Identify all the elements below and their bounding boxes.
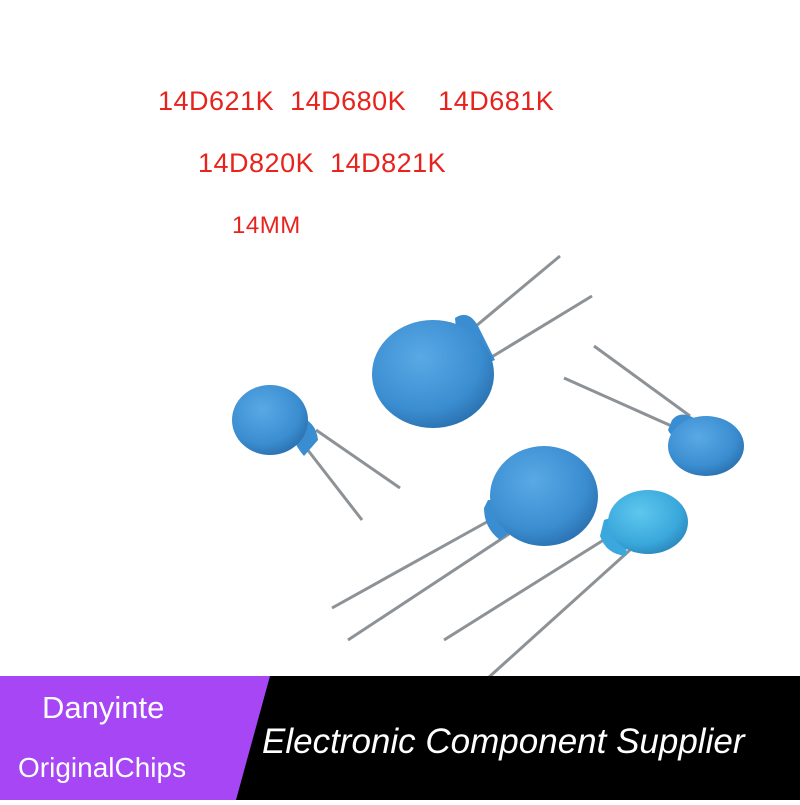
varistor-top-center — [372, 254, 593, 428]
brand-tagline: OriginalChips — [18, 752, 187, 783]
varistor-photo — [232, 254, 744, 680]
brand-name: Danyinte — [42, 690, 165, 725]
varistor-bottom-right — [443, 490, 688, 680]
varistor-right — [563, 344, 744, 476]
varistor-bottom-center — [331, 446, 598, 642]
varistor-left — [232, 385, 401, 521]
footer-banner — [0, 676, 800, 800]
footer-banner-bg — [0, 676, 800, 800]
part-numbers-line-2: 14D820K 14D821K — [198, 148, 447, 178]
part-numbers-line-1: 14D621K 14D680K 14D681K — [158, 86, 555, 116]
supplier-slogan: Electronic Component Supplier — [262, 722, 745, 761]
size-label: 14MM — [232, 212, 301, 239]
